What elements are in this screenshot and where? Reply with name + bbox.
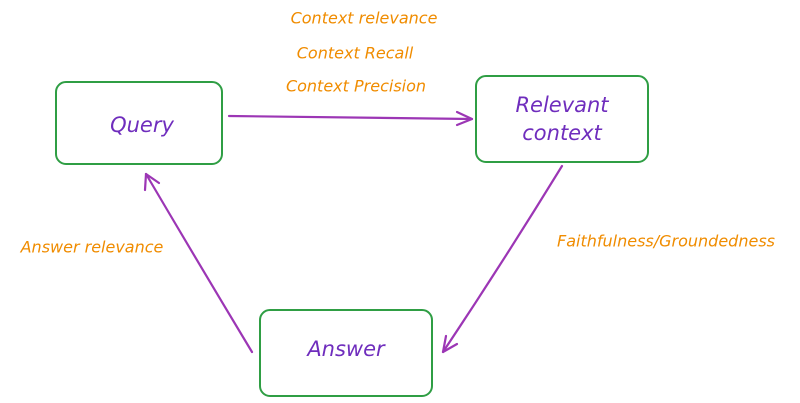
context-recall-label: Context Recall	[297, 44, 414, 63]
answer-label: Answer	[305, 337, 386, 361]
answer-box	[259, 309, 433, 397]
query-node: Query	[55, 81, 223, 165]
context-relevance-label: Context relevance	[291, 9, 438, 28]
answer-node: Answer	[259, 309, 433, 397]
context-to-answer-line	[441, 164, 564, 354]
context-label-line2: context	[522, 121, 602, 145]
context-precision-label: Context Precision	[286, 77, 426, 96]
faithfulness-label: Faithfulness/Groundedness	[557, 232, 775, 251]
query-label: Query	[110, 113, 174, 137]
context-box	[475, 75, 649, 163]
context-node: Relevant context	[475, 75, 649, 163]
query-to-context-line	[227, 114, 474, 121]
answer-to-query-line	[144, 172, 254, 354]
answer-to-query-arrowhead	[143, 172, 161, 192]
query-box	[55, 81, 223, 165]
context-to-answer-arrow	[441, 164, 564, 354]
context-to-answer-arrowhead	[441, 334, 459, 354]
answer-relevance-label: Answer relevance	[20, 238, 164, 257]
context-label-line1: Relevant	[515, 93, 609, 117]
answer-to-query-arrow	[143, 172, 254, 354]
query-to-context-arrow	[227, 110, 474, 127]
query-to-context-arrowhead	[455, 110, 474, 127]
